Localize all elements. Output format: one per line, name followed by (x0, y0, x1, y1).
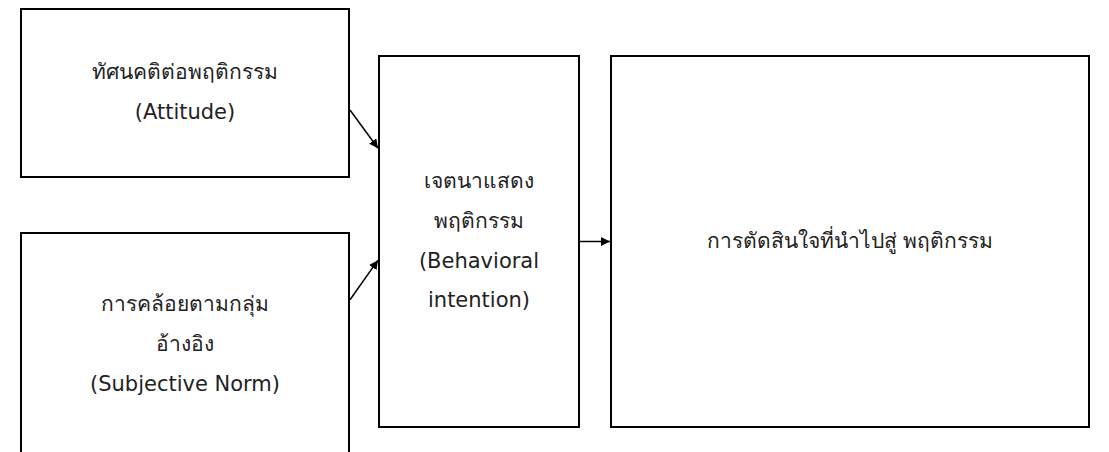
concept-text: เจตนาแสดง พฤติกรรม (404, 162, 554, 242)
concept-text: การตัดสินใจที่นำไปสู่ พฤติกรรม (700, 222, 1000, 262)
concept-subtext: (Subjective Norm) (70, 365, 300, 405)
concept-box: การตัดสินใจที่นำไปสู่ พฤติกรรม (610, 55, 1090, 428)
concept-text: การคล้อยตามกลุ่ม อ้างอิง (70, 285, 300, 365)
arrow-connector (580, 241, 610, 243)
concept-box: เจตนาแสดง พฤติกรรม(Behavioral intention) (378, 55, 580, 428)
concept-box: การคล้อยตามกลุ่ม อ้างอิง(Subjective Norm… (20, 232, 350, 452)
concept-subtext: (Attitude) (60, 93, 310, 133)
arrow-connector (350, 110, 378, 148)
concept-text: ทัศนคติต่อพฤติกรรม (60, 53, 310, 93)
concept-subtext: (Behavioral intention) (404, 242, 554, 322)
arrow-connector (350, 260, 378, 300)
concept-box: ทัศนคติต่อพฤติกรรม(Attitude) (20, 8, 350, 178)
